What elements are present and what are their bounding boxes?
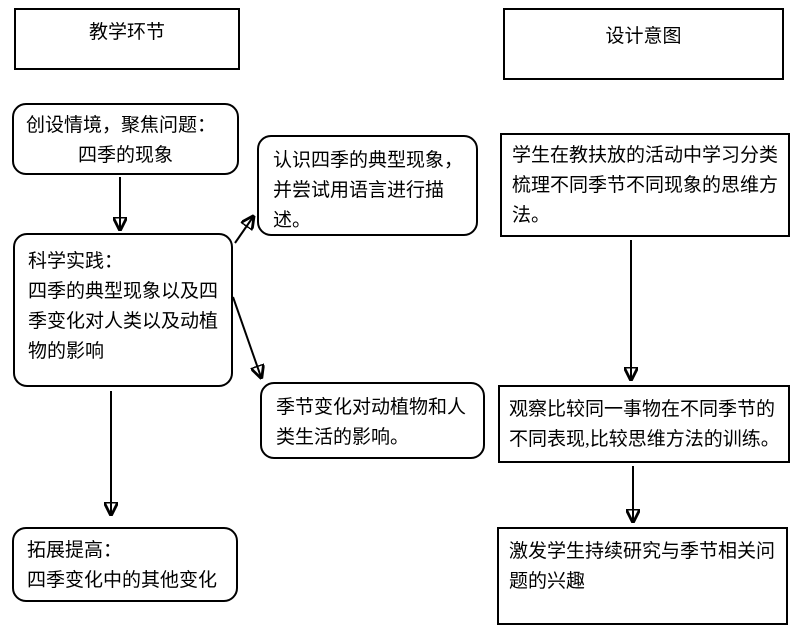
box-science-practice: 科学实践： 四季的典型现象以及四季变化对人类以及动植物的影响 [13,233,233,387]
header-design-intent-label: 设计意图 [605,26,682,47]
text-line: 科学实践： [28,251,124,272]
text-line: 激发学生持续研究与季节相关问 [509,541,776,562]
arrow-practice-to-impact [232,296,261,377]
text-line: 题的兴趣 [509,571,586,592]
box-create-situation: 创设情境，聚焦问题： 四季的现象 [12,103,239,175]
text-line: 述。 [273,210,312,231]
text-line: 季变化对人类以及动植 [28,311,219,332]
text-line: 梳理不同季节不同现象的思维方 [512,175,779,196]
box-design-classify-method: 学生在教扶放的活动中学习分类梳理不同季节不同现象的思维方法。 [500,133,790,237]
text-line: 法。 [512,205,551,226]
text-line: 创设情境，聚焦问题： [26,115,217,136]
text-line: 并尝试用语言进行描 [273,180,445,201]
text-line: 观察比较同一事物在不同季节的 [509,399,776,420]
text-line: 拓展提高： [27,540,123,561]
text-line: 不同表现,比较思维方法的训练。 [509,429,780,450]
text-line: 类生活的影响。 [276,427,410,448]
box-expand-improve: 拓展提高： 四季变化中的其他变化 [12,527,238,602]
text-line: 物的影响 [28,341,105,362]
box-season-impact: 季节变化对动植物和人类生活的影响。 [260,382,485,459]
text-line: 学生在教扶放的活动中学习分类 [512,145,779,166]
text-line: 四季的典型现象以及四 [28,281,219,302]
text-line: 四季变化中的其他变化 [27,570,218,591]
header-design-intent: 设计意图 [503,8,784,80]
text-line: 四季的现象 [77,145,173,166]
header-teaching-steps: 教学环节 [14,8,240,70]
box-design-stimulate-interest: 激发学生持续研究与季节相关问题的兴趣 [497,527,788,625]
text-line: 季节变化对动植物和人 [276,397,467,418]
box-recognize-phenomena: 认识四季的典型现象， 并尝试用语言进行描述。 [257,135,478,236]
arrow-practice-to-recognize [234,217,253,244]
text-line: 认识四季的典型现象， [273,150,464,171]
header-teaching-steps-label: 教学环节 [88,22,165,43]
box-design-compare-training: 观察比较同一事物在不同季节的不同表现,比较思维方法的训练。 [498,385,790,463]
